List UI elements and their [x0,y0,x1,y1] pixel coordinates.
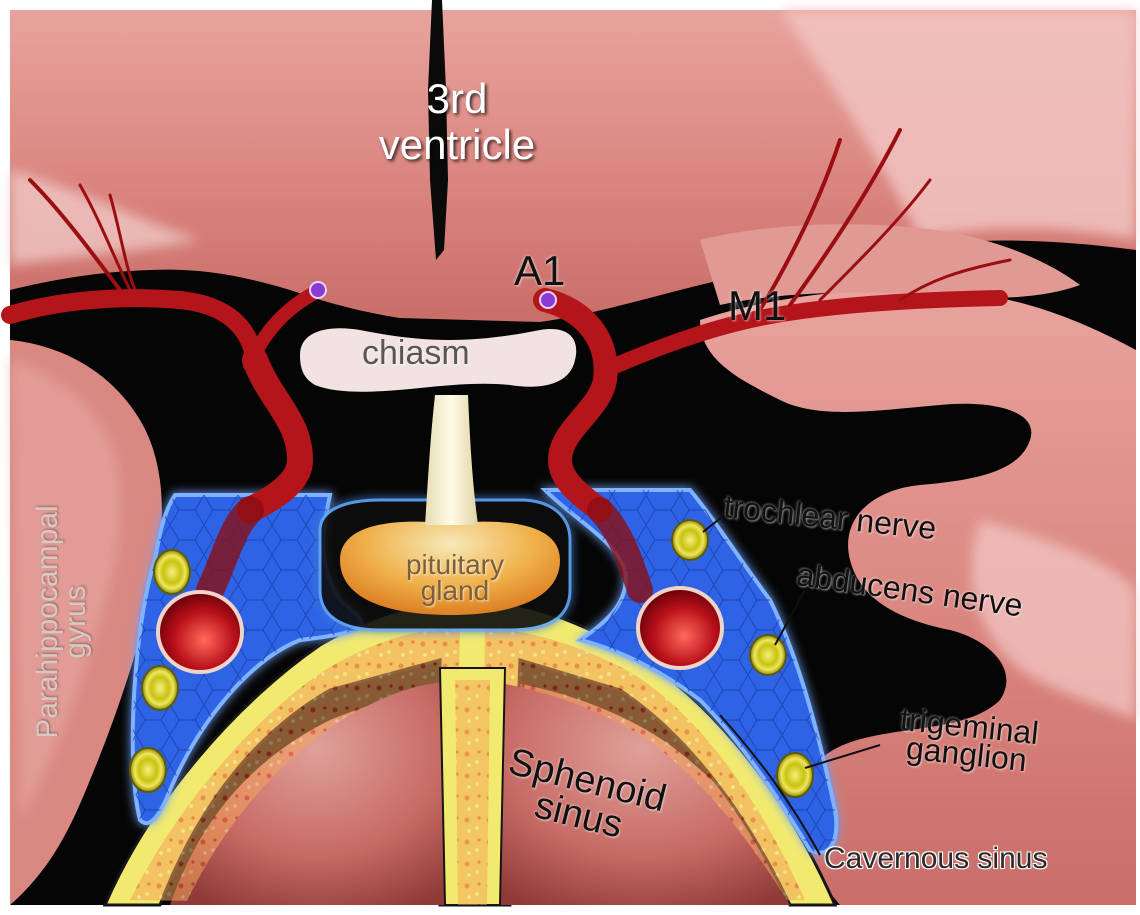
label-pituitary-gland: pituitary gland [360,552,550,604]
label-parahippocampal-line2: gyrus [62,457,90,787]
a1-right-stump [540,292,556,308]
label-parahippocampal-gyrus: Parahippocampal gyrus [34,457,90,787]
label-3rd-ventricle: 3rd ventricle [352,78,562,166]
label-chiasm: chiasm [362,336,470,370]
label-parahippocampal-line1: Parahippocampal [34,457,62,787]
label-cavernous-sinus: Cavernous sinus [824,844,1047,874]
a1-left-stump [310,282,326,298]
label-a1: A1 [514,250,565,292]
carotid-left [158,592,242,672]
label-pituitary-line2: gland [360,578,550,604]
label-3rd-ventricle-line2: ventricle [352,124,562,166]
carotid-right [638,588,722,668]
label-3rd-ventricle-line1: 3rd [352,78,562,120]
label-m1: M1 [728,285,786,327]
